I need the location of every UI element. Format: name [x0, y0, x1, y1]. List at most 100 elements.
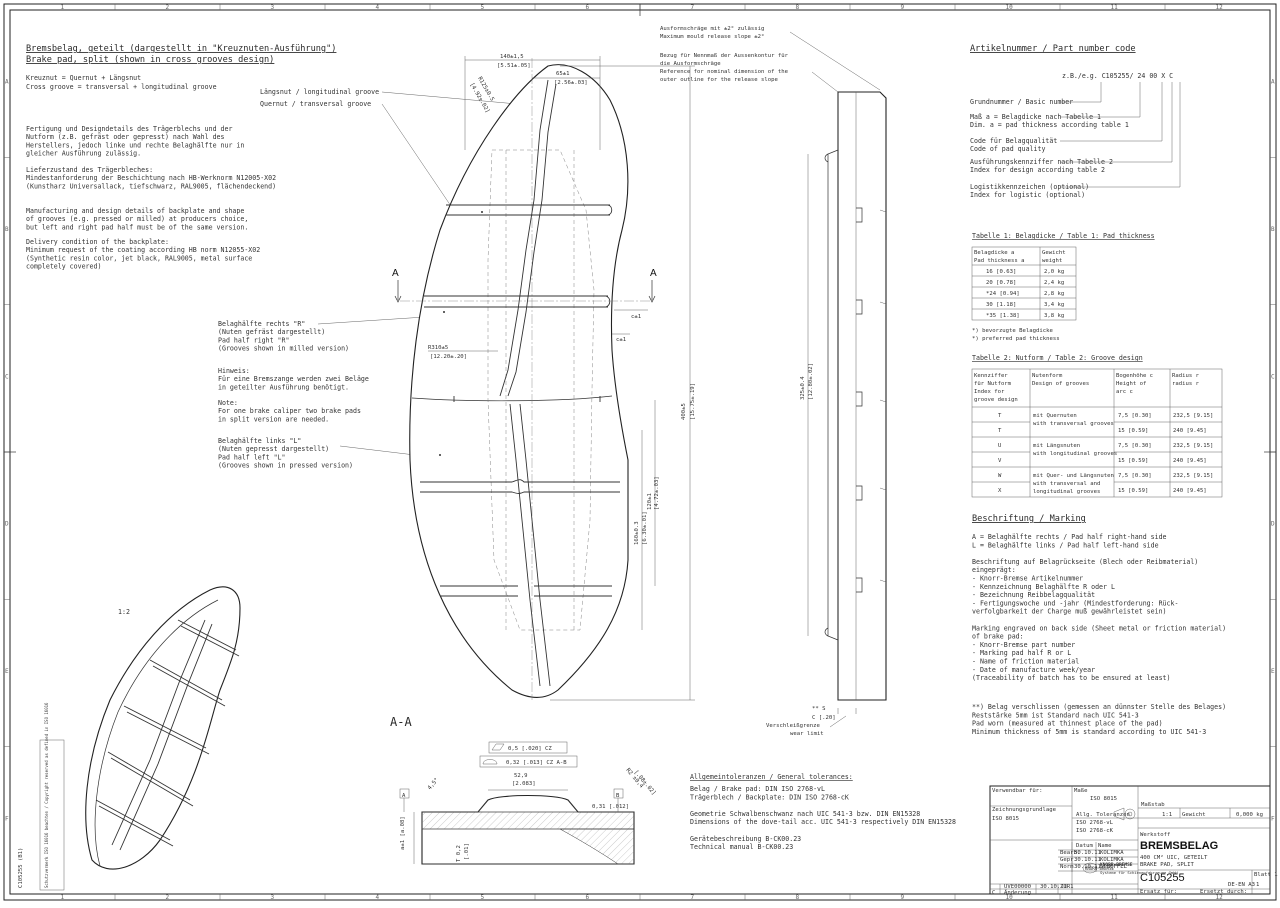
table2-cell-height: 7,5 [0.30] — [1118, 473, 1152, 479]
table1-cell-thickness: 16 [0.63] — [986, 269, 1016, 275]
pad-side-view: Ausformschräge mit ±2° zulässig Maximum … — [660, 26, 887, 737]
dim-325-inch: [12.80±.02] — [808, 363, 814, 400]
datum-a: A — [402, 793, 406, 799]
dim-140: 140±1,5 — [500, 54, 524, 60]
grid-col-bottom-11: 12 — [1216, 894, 1224, 901]
groove-notches — [856, 207, 887, 593]
tb-checked: Gepr. — [1060, 857, 1077, 863]
dim-65: 65±1 — [556, 71, 569, 77]
grid-col-bottom-5: 6 — [586, 894, 590, 901]
grid-row-left-3: D — [5, 521, 9, 528]
side-stamp-note: Schutzvermerk ISO 16016 beachten / Copyr… — [44, 702, 49, 888]
grid-col-top-8: 9 — [901, 4, 905, 11]
title-en: Brake pad, split (shown in cross grooves… — [26, 55, 274, 65]
tb-replaced-by: Ersetzt durch: — [1200, 889, 1247, 895]
dim-left-tol: 0,31 [.012] — [592, 804, 629, 810]
grid-row-left-1: B — [5, 226, 9, 233]
grid-col-bottom-9: 10 — [1006, 894, 1014, 901]
marking-line-14: - Marking pad half R or L — [972, 649, 1071, 657]
grid-row-right-1: B — [1271, 226, 1275, 233]
tolerances-title: Allgemeintoleranzen / General tolerances… — [690, 773, 853, 781]
company-mark: KNORR-BREMSE — [1085, 866, 1114, 871]
wear-line-0: **) Belag verschlissen (gemessen an dünn… — [972, 703, 1226, 711]
grid-row-right-3: D — [1271, 521, 1275, 528]
table1-cell-weight: 2,0 kg — [1044, 269, 1064, 275]
tolerance-line-6: Gerätebeschreibung B-CK00.23 — [690, 835, 801, 843]
partcode-label-1-0: Maß a = Belagdicke nach Tabelle 1 — [970, 113, 1101, 121]
groove-notch — [856, 485, 863, 501]
tb-weight-value: 0,000 kg — [1236, 812, 1263, 818]
dim-c: C [.20] — [812, 715, 836, 721]
side-stamp: C105255 (B1) Schutzvermerk ISO 16016 bea… — [18, 702, 65, 891]
delivery-en-line-1: Minimum request of the coating according… — [26, 246, 260, 254]
table2-title: Tabelle 2: Nutform / Table 2: Groove des… — [972, 354, 1143, 362]
groove-notch — [856, 207, 863, 223]
left-half-line-2: Pad half left "L" — [218, 453, 286, 461]
marking-line-16: - Date of manufacture week/year — [972, 666, 1095, 674]
grid-col-bottom-2: 3 — [271, 894, 275, 901]
table2-cell-index: T — [998, 413, 1002, 419]
dim-400: 400±5 — [681, 403, 687, 420]
tb-sheet: Blatt 1 — [1254, 872, 1278, 878]
table2-header-0-0: Kennziffer — [974, 373, 1008, 379]
callout-left-half: Belaghälfte links "L"(Nuten gepresst dar… — [218, 437, 353, 470]
iso-groove — [123, 705, 207, 749]
part-number-code: Artikelnummer / Part number code z.B./e.… — [970, 44, 1181, 199]
grid-col-top-1: 2 — [166, 4, 170, 11]
tb-date-1: 30.10.11 — [1074, 850, 1101, 856]
tolerance-line-3: Geometrie Schwalbenschwanz nach UIC 541-… — [690, 810, 920, 818]
grid-row-right-5: F — [1271, 815, 1275, 822]
marking-line-3: Beschriftung auf Belagrückseite (Blech o… — [972, 558, 1198, 566]
dim-c-lower: c±1 — [616, 337, 626, 343]
table1-footnote-0: *) bevorzugte Belagdicke — [972, 328, 1053, 334]
delivery-de-line-1: Mindestanforderung der Beschichtung nach… — [26, 174, 276, 182]
marking-line-15: - Name of friction material — [972, 658, 1079, 666]
callout-longitudinal-groove: Längsnut / longitudinal groove — [260, 88, 379, 96]
dim-52-9: 52,9 — [514, 773, 527, 779]
tb-desc-2: BRAKE PAD, SPLIT — [1140, 862, 1195, 868]
note-line-1: For one brake caliper two brake pads — [218, 407, 361, 415]
cross-groove-de: Kreuznut = Quernut + Längsnut — [26, 74, 141, 82]
marking-title: Beschriftung / Marking — [972, 514, 1086, 524]
tb-dims: Maße — [1074, 788, 1088, 794]
delivery-en-line-2: (Synthetic resin color, jet black, RAL90… — [26, 254, 252, 262]
grid-row-left-0: A — [5, 79, 9, 86]
grid-col-top-5: 6 — [586, 4, 590, 11]
grid-col-top-0: 1 — [61, 4, 65, 11]
marking-line-7: - Bezeichnung Reibbelagqualität — [972, 591, 1095, 599]
tb-name: BREMSBELAG — [1140, 840, 1218, 852]
dim-r310-inch: [12.20±.20] — [430, 354, 467, 360]
hint-line-2: in geteilter Ausführung benötigt. — [218, 383, 349, 391]
tb-iso-2: ISO 8015 — [992, 816, 1019, 822]
tolerance-line-7: Technical manual B-CK00.23 — [690, 843, 793, 851]
grid-col-top-7: 8 — [796, 4, 800, 11]
grid-col-bottom-8: 9 — [901, 894, 905, 901]
table-2: Tabelle 2: Nutform / Table 2: Groove des… — [971, 354, 1223, 498]
table1-header-0-0: Belagdicke a — [974, 250, 1014, 256]
tb-sheets: 1 — [1256, 882, 1259, 888]
dim-120: 120±1 — [647, 493, 653, 510]
datum-b: B — [616, 793, 620, 799]
dim-r310: R310±5 — [428, 345, 448, 351]
note-line-2: in split version are needed. — [218, 415, 329, 423]
table1-cell-thickness: *24 [0.94] — [986, 291, 1020, 297]
delivery-de-line-0: Lieferzustand des Trägerbleches: — [26, 166, 153, 174]
grid-col-bottom-4: 5 — [481, 894, 485, 901]
tol-2: 0,32 [.013] CZ A-B — [506, 760, 567, 766]
tb-tol-3: ISO 2768-cK — [1076, 828, 1114, 834]
left-half-line-1: (Nuten gepresst dargestellt) — [218, 445, 329, 453]
table1-cell-thickness: 30 [1.18] — [986, 302, 1016, 308]
dim-52-9-inch: [2.083] — [512, 781, 536, 787]
wear-line-2: Pad worn (measured at thinnest place of … — [972, 720, 1163, 728]
marking-line-12: of brake pad: — [972, 633, 1024, 641]
partcode-label-1-1: Dim. a = pad thickness according table 1 — [970, 121, 1129, 129]
mfg-de-line-3: gleicher Ausführung zulässig. — [26, 150, 141, 158]
table2-header-2-1: Height of — [1116, 381, 1146, 387]
grid-col-top-4: 5 — [481, 4, 485, 11]
iso-groove — [177, 619, 237, 651]
tb-basis: Zeichnungsgrundlage — [992, 807, 1057, 813]
isometric-grooves — [95, 619, 240, 847]
table1-cell-weight: 3,8 kg — [1044, 313, 1064, 319]
groove-notch — [856, 577, 863, 593]
